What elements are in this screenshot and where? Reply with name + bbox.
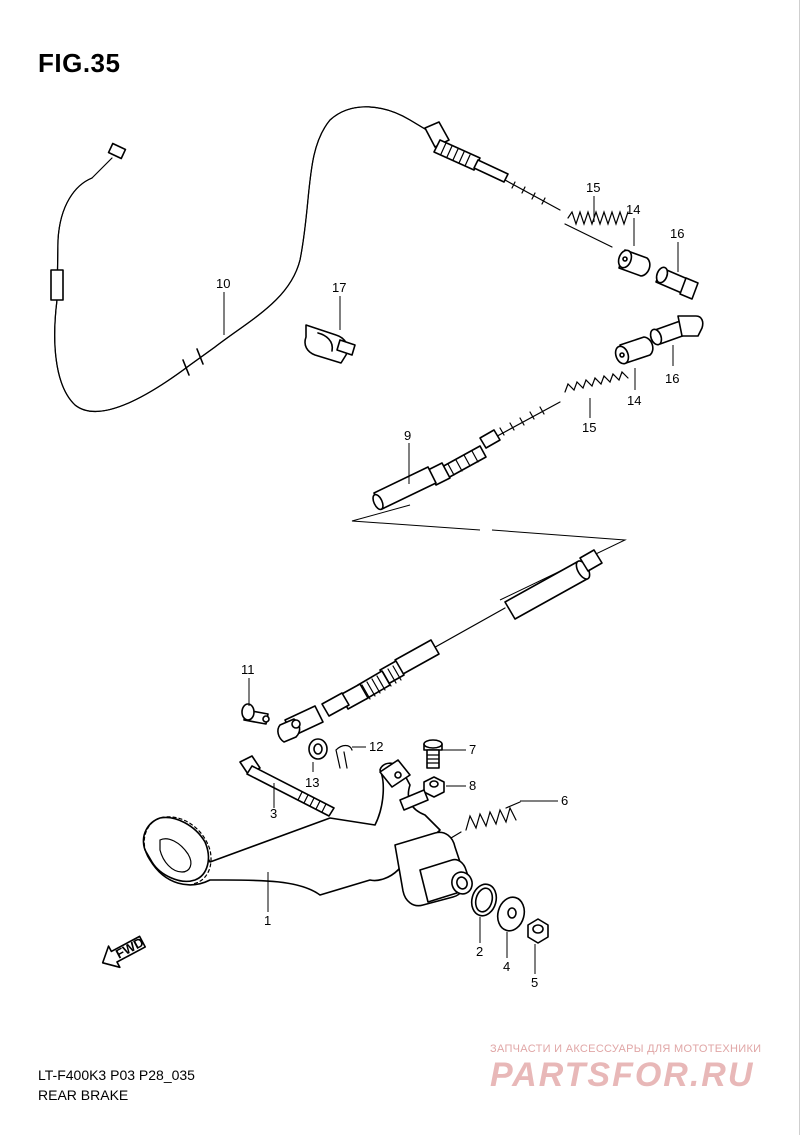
callout-9: 9	[404, 428, 411, 443]
callout-11: 11	[241, 662, 255, 677]
cable-clamp[interactable]	[304, 324, 356, 364]
nut-5[interactable]	[527, 918, 549, 944]
callout-7: 7	[469, 742, 476, 757]
clevis-pin-upper[interactable]	[655, 266, 699, 300]
callout-12: 12	[369, 739, 383, 754]
callout-5: 5	[531, 975, 538, 990]
callout-leaders	[223, 196, 679, 974]
joint-pin-lower[interactable]	[613, 336, 654, 366]
figure-title: FIG.35	[38, 48, 121, 78]
callout-14-upper: 14	[626, 202, 640, 217]
fwd-label: FWD	[113, 934, 146, 961]
cotter-pin-12[interactable]	[335, 744, 353, 769]
callout-8: 8	[469, 778, 476, 793]
callout-15-upper: 15	[586, 180, 600, 195]
clevis-pin-11[interactable]	[241, 703, 270, 725]
callout-2: 2	[476, 944, 483, 959]
callout-14-lower: 14	[627, 393, 641, 408]
joint-pin-upper[interactable]	[616, 248, 651, 277]
model-code: LT-F400K3 P03 P28_035	[38, 1067, 195, 1083]
nut-8[interactable]	[423, 776, 445, 798]
spring-lower[interactable]	[564, 370, 629, 393]
section-title: REAR BRAKE	[38, 1087, 129, 1103]
callout-15-lower: 15	[582, 420, 596, 435]
brake-cable-lower[interactable]	[277, 401, 627, 743]
callout-3: 3	[270, 806, 277, 821]
brake-cable-upper[interactable]	[50, 106, 561, 413]
callout-6: 6	[561, 793, 568, 808]
bolt-7[interactable]	[423, 739, 443, 769]
callout-16-upper: 16	[670, 226, 684, 241]
circlip-2[interactable]	[468, 881, 499, 918]
return-spring-6[interactable]	[450, 801, 521, 839]
clevis-pin-lower[interactable]	[649, 315, 704, 346]
arrow-left-icon	[101, 935, 147, 969]
callout-13: 13	[305, 775, 319, 790]
callout-16-lower: 16	[665, 371, 679, 386]
callout-1: 1	[264, 913, 271, 928]
pivot-bolt-3[interactable]	[239, 755, 335, 817]
washer-13[interactable]	[308, 738, 328, 760]
callout-4: 4	[503, 959, 510, 974]
brake-pedal-1[interactable]	[142, 759, 475, 907]
watermark-caption: ЗАПЧАСТИ И АКСЕССУАРЫ ДЛЯ МОТОТЕХНИКИ	[490, 1043, 762, 1055]
watermark-logo: PARTSFOR.RU	[490, 1056, 755, 1094]
spring-upper[interactable]	[564, 210, 629, 248]
callout-10: 10	[216, 276, 230, 291]
washer-4[interactable]	[494, 894, 528, 934]
callout-numbers: 10 17 15 14 16 16 14 15 9 11 12 13 7 8 6…	[216, 180, 684, 990]
fwd-direction-marker: FWD	[101, 934, 147, 969]
callout-17: 17	[332, 280, 346, 295]
